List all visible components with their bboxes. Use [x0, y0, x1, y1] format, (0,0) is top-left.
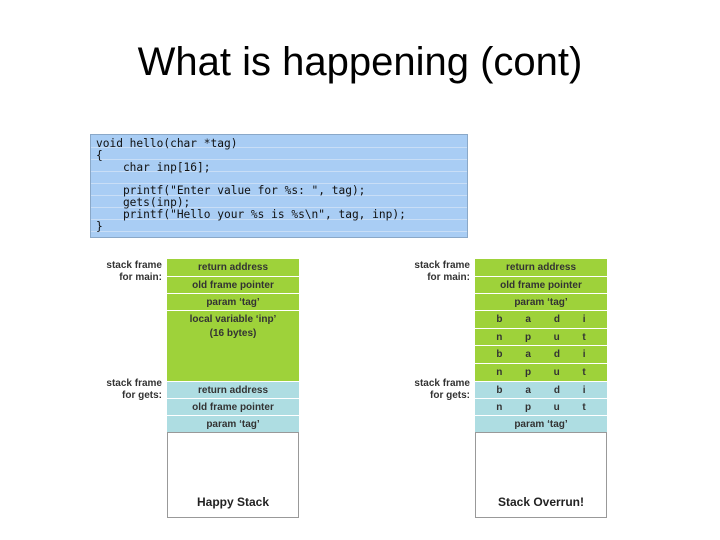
code-line: } — [96, 219, 103, 233]
label-line: stack frame — [106, 378, 162, 389]
label-line: for gets: — [430, 390, 470, 401]
overrun-char: a — [525, 349, 531, 360]
old-frame-pointer-cell: old frame pointer — [167, 276, 299, 293]
overrun-char: a — [525, 314, 531, 325]
gets-return-address-cell: return address — [167, 381, 299, 398]
overrun-char: t — [582, 402, 586, 413]
local-variable-size: (16 bytes) — [209, 328, 257, 339]
param-tag-cell: param ‘tag’ — [475, 293, 607, 310]
label-line: stack frame — [414, 378, 470, 389]
empty-stack-area: Stack Overrun! — [475, 432, 607, 518]
gets-param-tag-cell: param ‘tag’ — [167, 415, 299, 432]
overrun-stack-caption: Stack Overrun! — [497, 495, 585, 509]
main-frame-label: stack frame for main: — [400, 260, 470, 284]
overrun-char: t — [582, 332, 586, 343]
overrun-char: u — [553, 332, 560, 343]
code-line: void hello(char *tag) — [96, 137, 238, 150]
code-line: gets(inp); — [96, 195, 191, 209]
overrun-char: n — [496, 367, 503, 378]
label-line: stack frame — [106, 260, 162, 271]
happy-stack-caption: Happy Stack — [196, 495, 270, 509]
code-line: { — [96, 148, 103, 162]
gets-old-frame-pointer-cell: old frame pointer — [167, 398, 299, 415]
code-line: printf("Hello your %s is %s\n", tag, inp… — [96, 207, 406, 221]
local-variable-label: local variable ‘inp’ — [189, 314, 277, 325]
overrun-char: a — [525, 385, 531, 396]
old-frame-pointer-cell: old frame pointer — [475, 276, 607, 293]
overrun-char: n — [496, 332, 503, 343]
label-line: for gets: — [122, 390, 162, 401]
overrun-char: p — [524, 402, 532, 413]
label-line: for main: — [119, 272, 162, 283]
local-variable-cell: local variable ‘inp’ (16 bytes) — [167, 310, 299, 381]
overrun-char: n — [496, 402, 503, 413]
code-line: char inp[16]; — [96, 160, 211, 174]
overrun-char: b — [496, 314, 503, 325]
overrun-char: i — [582, 349, 586, 360]
overrun-char: t — [582, 367, 586, 378]
overrun-char: i — [582, 314, 586, 325]
label-line: for main: — [427, 272, 470, 283]
gets-param-tag-cell: param ‘tag’ — [475, 415, 607, 432]
gets-frame-label: stack frame for gets: — [92, 378, 162, 402]
overrun-char: b — [496, 349, 503, 360]
overrun-char: u — [553, 402, 560, 413]
overrun-char: u — [553, 367, 560, 378]
code-line: printf("Enter value for %s: ", tag); — [96, 184, 366, 198]
empty-stack-area: Happy Stack — [167, 432, 299, 518]
code-listing: void hello(char *tag) { char inp[16]; pr… — [90, 134, 468, 238]
param-tag-cell: param ‘tag’ — [167, 293, 299, 310]
label-line: stack frame — [414, 260, 470, 271]
overrun-char: i — [582, 385, 586, 396]
overrun-char: p — [524, 367, 532, 378]
gets-frame-label: stack frame for gets: — [400, 378, 470, 402]
slide-title: What is happening (cont) — [137, 40, 583, 84]
overrun-char: p — [524, 332, 532, 343]
overrun-char: d — [553, 314, 560, 325]
overrun-char: d — [553, 349, 560, 360]
overrun-char: b — [496, 385, 503, 396]
overrun-char: d — [553, 385, 560, 396]
return-address-cell: return address — [167, 258, 299, 276]
return-address-cell: return address — [475, 258, 607, 276]
main-frame-label: stack frame for main: — [92, 260, 162, 284]
